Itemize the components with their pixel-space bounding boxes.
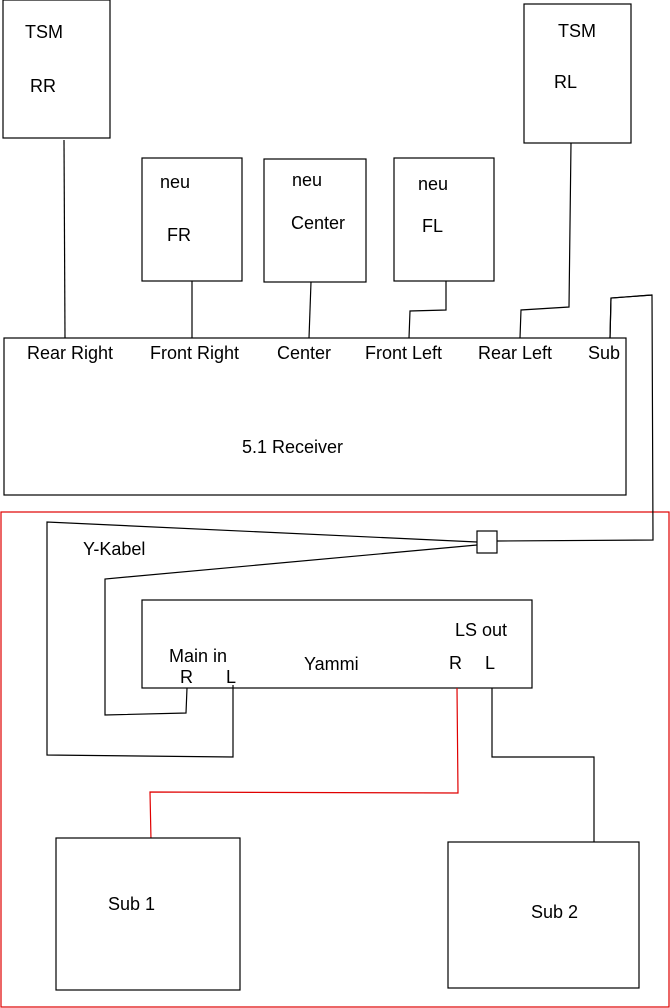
receiver-output-label: Center [277, 343, 331, 363]
receiver-title: 5.1 Receiver [242, 437, 343, 457]
speaker-label: neu [160, 172, 190, 192]
subwoofer-group-frame [0, 511, 670, 1008]
speaker-label: TSM [25, 22, 63, 42]
yammi-amp: LS out Main in Yammi R L R L [141, 599, 533, 689]
speaker-neu-fl: neu FL [393, 157, 495, 282]
y-cable-splitter [476, 530, 498, 554]
wire-ls-out-r [149, 687, 459, 841]
yammi-title: Yammi [304, 654, 359, 674]
ls-out-label: LS out [455, 620, 507, 640]
speaker-label: neu [292, 170, 322, 190]
receiver-output-label: Rear Right [27, 343, 113, 363]
wire-sub-top [609, 294, 653, 339]
sub-2: Sub 2 [447, 841, 640, 989]
speaker-label: Center [291, 213, 345, 233]
y-cable-label: Y-Kabel [83, 539, 145, 559]
speaker-tsm-rr: TSM RR [2, 0, 111, 139]
speaker-label: RR [30, 76, 56, 96]
receiver-output-label: Rear Left [478, 343, 552, 363]
main-in-r-label: R [180, 667, 193, 687]
wire-center [308, 281, 312, 339]
wire-ls-out-l [491, 688, 595, 842]
speaker-label: TSM [558, 21, 596, 41]
speaker-neu-center: neu Center [263, 158, 367, 283]
speaker-label: FR [167, 225, 191, 245]
speaker-tsm-rl: TSM RL [523, 3, 632, 144]
receiver-output-label: Sub [588, 343, 620, 363]
sub-1: Sub 1 [55, 837, 241, 991]
speaker-label: RL [554, 72, 577, 92]
ls-out-r-label: R [449, 653, 462, 673]
receiver-output-label: Front Left [365, 343, 442, 363]
speaker-label: FL [422, 216, 443, 236]
sub-label: Sub 2 [531, 902, 578, 922]
wire-rear-left [519, 142, 572, 339]
main-in-label: Main in [169, 646, 227, 666]
ls-out-l-label: L [485, 653, 495, 673]
wire-front-left [408, 281, 447, 339]
wire-rear-right [63, 139, 66, 339]
y-cable-left-branch [46, 521, 478, 758]
main-in-l-label: L [226, 667, 236, 687]
speaker-label: neu [418, 174, 448, 194]
speaker-neu-fr: neu FR [141, 157, 243, 282]
receiver-output-label: Front Right [150, 343, 239, 363]
receiver: Rear Right Front Right Center Front Left… [3, 337, 627, 496]
sub-label: Sub 1 [108, 894, 155, 914]
y-cable-right-branch [104, 544, 478, 716]
